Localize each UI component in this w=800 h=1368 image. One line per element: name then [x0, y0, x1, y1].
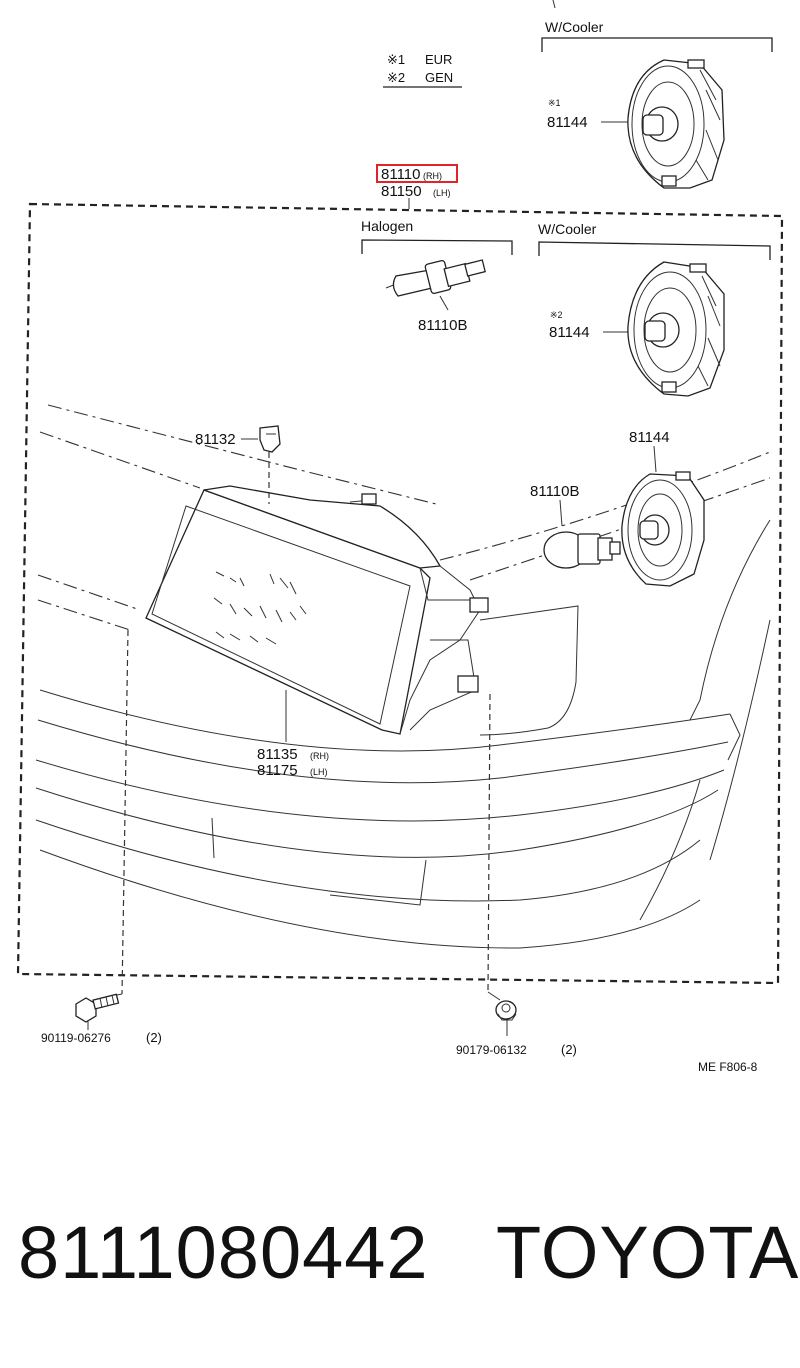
nut-qty: (2) [561, 1042, 577, 1057]
lower-socket-group: 81144 81110B [530, 429, 705, 587]
top-wcooler-bracket [541, 37, 773, 52]
inner-wcooler-bracket [538, 241, 771, 260]
cooler-socket-icon [621, 471, 705, 587]
legend-text-gen: GEN [425, 70, 453, 85]
legend-text-eur: EUR [425, 52, 452, 67]
nut-part: 90179-06132 [456, 1043, 527, 1057]
top-wcooler-part: 81144 [547, 114, 588, 131]
nut-assembly-tail [487, 991, 501, 1001]
drawing-code: ME F806-8 [698, 1060, 758, 1074]
assembly-rh-number: 81110 [381, 166, 421, 183]
bolt-part: 90119-06276 [41, 1031, 111, 1045]
car-body-outline [35, 404, 771, 949]
halogen-bracket [361, 239, 513, 255]
footer-part-number: 8111080442 [18, 1211, 429, 1294]
socket-leader [653, 445, 657, 473]
socket-part: 81144 [629, 429, 670, 446]
halogen-header: Halogen [361, 218, 413, 234]
bulb-leader [559, 499, 563, 527]
nut-icon [495, 1000, 517, 1021]
bolt-assembly-line [121, 629, 129, 995]
market-legend: ※1 EUR ※2 GEN [383, 52, 462, 88]
top-leader-stub [552, 0, 556, 9]
lens-rh-suffix: (RH) [310, 751, 329, 761]
legend-mark-1: ※1 [387, 52, 405, 67]
lens-group: 81135 (RH) 81175 (LH) [257, 690, 329, 779]
lens-lh-suffix: (LH) [310, 767, 328, 777]
lens-rh-number: 81135 [257, 746, 298, 763]
inner-wcooler-group: W/Cooler ※2 81144 [538, 221, 771, 397]
lens-lh-number: 81175 [257, 762, 298, 779]
inner-wcooler-part: 81144 [549, 324, 590, 341]
halogen-bulb-icon [385, 259, 486, 311]
legend-mark-2: ※2 [387, 70, 405, 85]
top-wcooler-group: W/Cooler ※1 81144 [541, 0, 773, 189]
highlight-box [376, 164, 458, 183]
assembly-rh-suffix: (RH) [423, 171, 442, 181]
cooler-socket-icon [627, 261, 725, 397]
bulb-icon [543, 531, 621, 569]
halogen-bulb-part: 81110B [418, 317, 468, 334]
footer-brand: TOYOTA [496, 1211, 800, 1294]
assembly-boundary [16, 202, 784, 985]
bolt-qty: (2) [146, 1030, 162, 1045]
bolt-icon [75, 993, 120, 1023]
clip-group: 81132 [195, 425, 281, 504]
part-footer: 8111080442 TOYOTA [0, 1210, 800, 1320]
inner-wcooler-header: W/Cooler [538, 221, 597, 237]
assembly-lh-suffix: (LH) [433, 188, 451, 198]
clip-part: 81132 [195, 431, 236, 448]
cooler-socket-icon [627, 59, 725, 189]
inner-wcooler-mark: ※2 [550, 310, 563, 320]
bulb-part: 81110B [530, 483, 580, 500]
clip-icon [259, 425, 281, 453]
nut-group: 90179-06132 (2) [456, 693, 577, 1057]
top-wcooler-header: W/Cooler [545, 19, 604, 35]
assembly-lh-number: 81150 [381, 183, 422, 200]
top-wcooler-mark: ※1 [548, 98, 561, 108]
halogen-group: Halogen 81110B [361, 218, 513, 334]
assembly-header: 81110 (RH) 81150 (LH) [376, 164, 458, 209]
bolt-group: 90119-06276 (2) [41, 629, 162, 1045]
headlamp-unit-icon [145, 485, 489, 735]
